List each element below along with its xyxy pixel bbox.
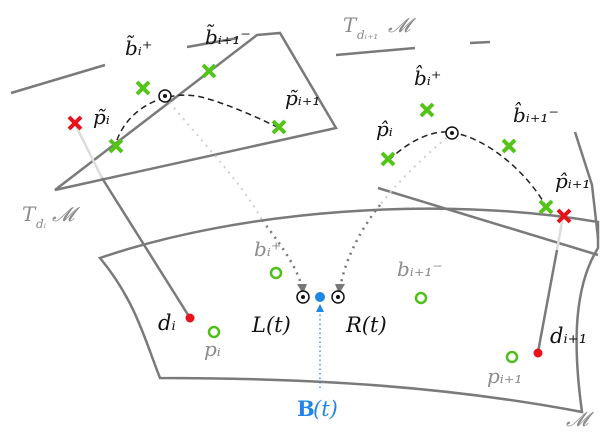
label-tilde-p-i1: p̃ᵢ₊₁ (285, 86, 320, 110)
map-arrow-right-light (379, 132, 453, 206)
cross-hat-b-plus (419, 102, 435, 118)
label-b-minus: bᵢ₊₁⁻ (397, 257, 443, 281)
map-arrow-right (338, 204, 381, 289)
cross-hat-p-i1 (538, 199, 554, 215)
label-B-arg: (t) (313, 397, 338, 421)
label-hat-b-minus: b̂ᵢ₊₁⁻ (513, 101, 559, 127)
tangent-plane-right (335, 40, 600, 257)
bezier-point-dot (315, 292, 325, 302)
map-arrow-left-light (164, 96, 263, 221)
label-L-t: L(t) (251, 313, 291, 337)
circle-p-i1 (505, 350, 519, 364)
bezier-arrowhead (316, 304, 324, 312)
tangent-curve-right (388, 131, 549, 211)
label-d-i1: dᵢ₊₁ (550, 324, 587, 348)
map-arrowhead-left (297, 284, 307, 294)
cross-tilde-p-i (108, 138, 124, 154)
label-d-i: dᵢ (158, 311, 176, 335)
circle-b-minus (414, 291, 428, 305)
label-tangent-left-M: 𝓜 (52, 202, 81, 226)
tangent-plane-left (10, 31, 338, 192)
odot-right-tangent (445, 126, 459, 140)
cross-tilde-b-plus-a (135, 80, 151, 96)
label-B-bold: B (297, 396, 315, 421)
odot-R (331, 290, 345, 304)
circle-p-i (207, 325, 221, 339)
lift-line-right-upper (555, 215, 565, 251)
label-b-plus: bᵢ⁺ (254, 237, 281, 261)
cross-hat-p-i (380, 151, 396, 167)
label-tangent-right-M: 𝓜 (388, 13, 417, 37)
manifold-surface (97, 207, 600, 414)
tangent-curve-left (116, 94, 285, 141)
label-manifold: 𝓜 (566, 407, 595, 431)
odot-left-tangent (158, 89, 172, 103)
dot-d-i (185, 313, 195, 323)
map-arrowhead-right (335, 284, 345, 294)
lift-line-left-upper (73, 123, 104, 179)
dot-d-i1 (533, 348, 543, 358)
label-tangent-left-T: T (22, 202, 37, 226)
label-tangent-right-sub: dᵢ₊₁ (357, 28, 378, 42)
circle-b-plus (269, 266, 283, 280)
label-hat-p-i: p̂ᵢ (376, 117, 393, 141)
lift-line-left-lower (100, 177, 192, 319)
label-tangent-left-sub: dᵢ (36, 217, 47, 231)
cross-hat-b-minus (501, 138, 517, 154)
label-tilde-p-i: p̃ᵢ (93, 105, 110, 129)
label-p-i1: pᵢ₊₁ (487, 364, 522, 388)
cross-red-left (67, 115, 83, 131)
label-tilde-b-plus: b̃ᵢ⁺ (125, 34, 152, 60)
label-R-t: R(t) (345, 313, 387, 337)
label-tilde-b-minus: b̃ᵢ₊₁⁻ (205, 23, 251, 49)
odot-L (296, 290, 310, 304)
label-hat-b-plus: b̂ᵢ⁺ (414, 64, 441, 90)
cross-tilde-b-plus-b (201, 63, 217, 79)
cross-red-right (556, 208, 572, 224)
label-tangent-right-T: T (343, 13, 358, 37)
cross-tilde-p-i1 (271, 119, 287, 135)
lift-line-right-lower (536, 249, 559, 353)
label-p-i: pᵢ (204, 337, 221, 361)
label-hat-p-i1: p̂ᵢ₊₁ (555, 169, 590, 193)
